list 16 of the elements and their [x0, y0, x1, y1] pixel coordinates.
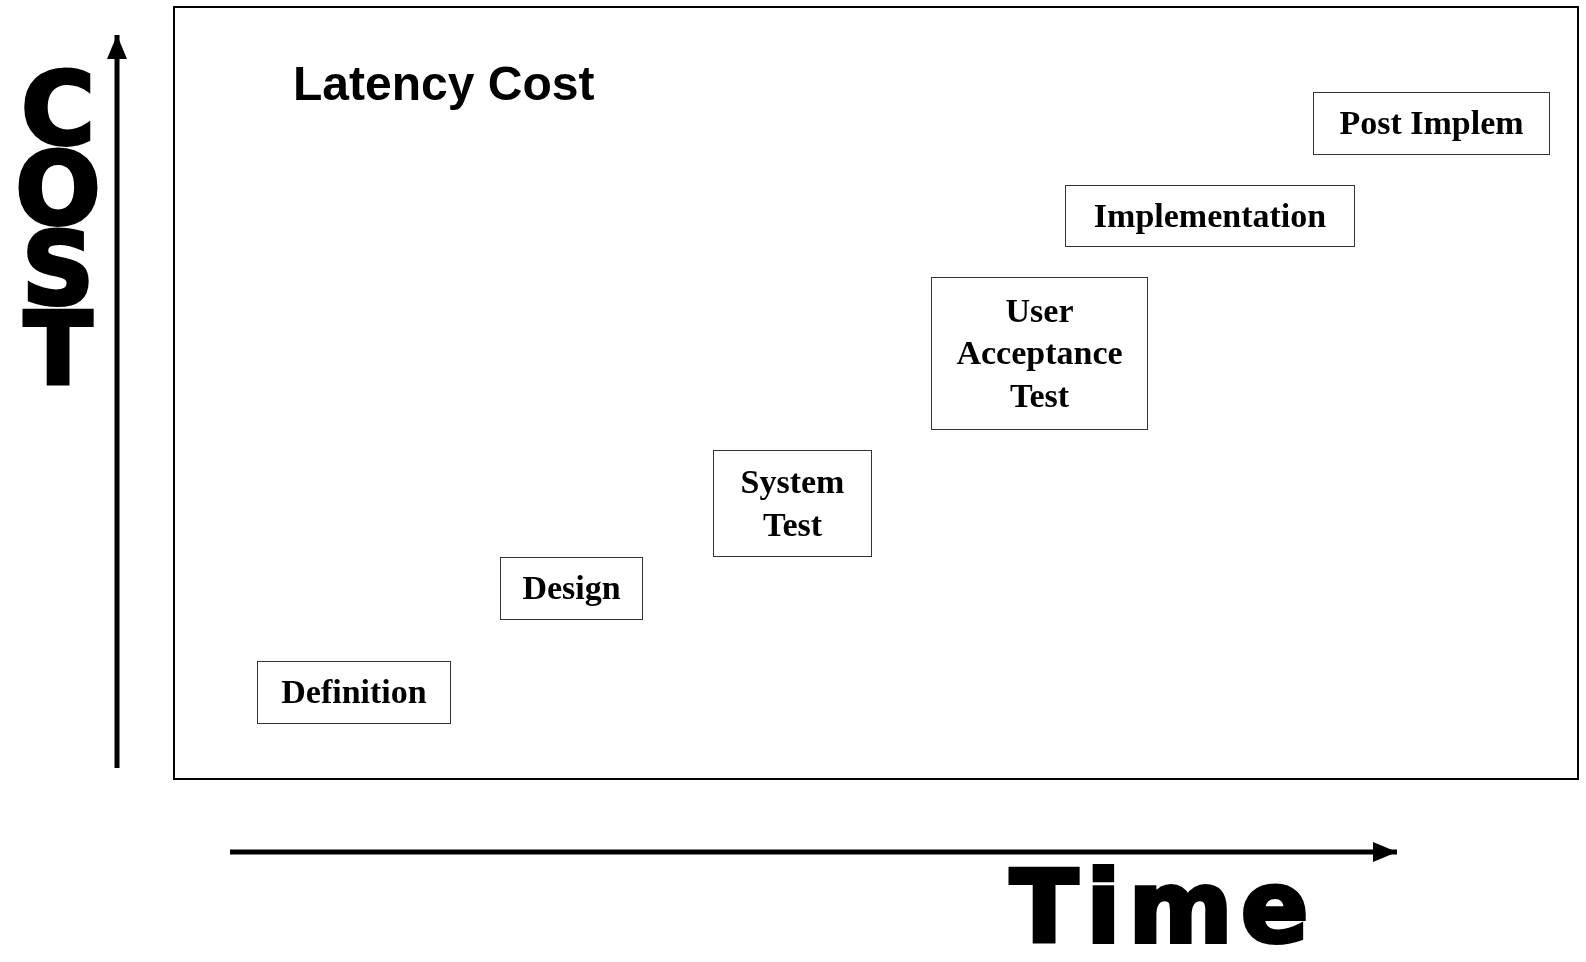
stage-label: Definition [281, 672, 427, 713]
chart-title: Latency Cost [293, 56, 595, 111]
axis-label: Time [1010, 858, 1317, 958]
stage-box [713, 450, 872, 557]
stage-label: System Test [739, 462, 846, 545]
stage-label: Post Implem [1339, 103, 1524, 144]
axis-label: COST [14, 70, 102, 390]
stage-box [1065, 185, 1355, 247]
stage-box [257, 661, 451, 724]
stage-label: Design [522, 568, 621, 609]
stage-label: Implementation [1093, 195, 1327, 236]
stage-box [1313, 92, 1550, 155]
stage-label: User Acceptance Test [955, 290, 1124, 416]
chart-frame [173, 6, 1579, 780]
stage-box [931, 277, 1148, 430]
stage-box [500, 557, 643, 620]
